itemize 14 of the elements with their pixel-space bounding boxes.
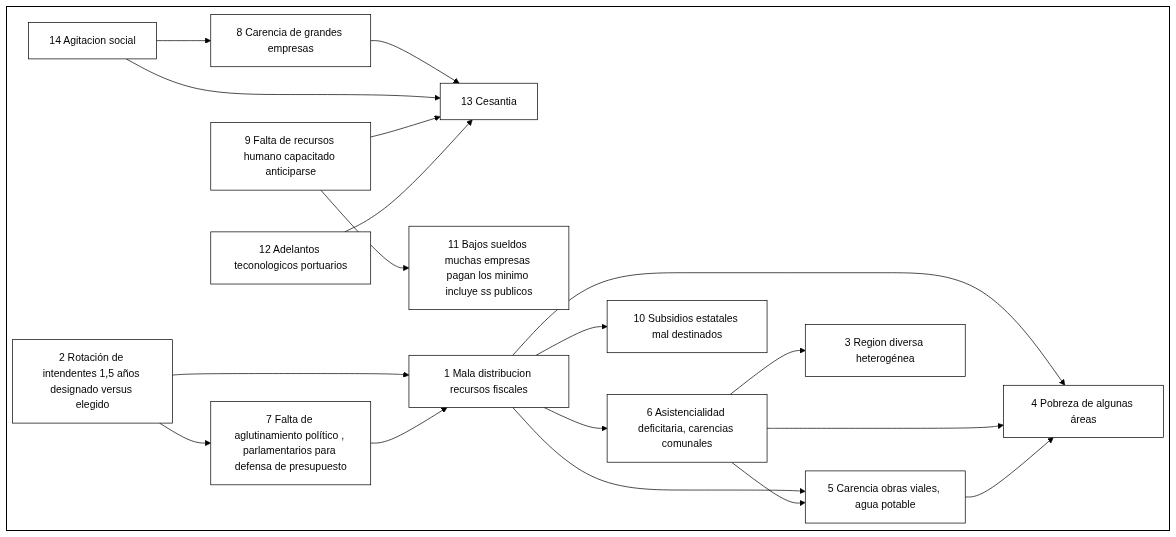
node-box: 14 Agitacion social: [28, 21, 157, 59]
node-box: 11 Bajos sueldos muchas empresas pagan los minimo incluye ss publicos: [408, 225, 570, 310]
node-box: 5 Carencia obras viales, agua potable: [804, 470, 966, 524]
node-box: 9 Falta de recursos humano capacitado anticiparse: [210, 121, 372, 191]
node-box: 3 Region diversa heterogénea: [804, 323, 966, 377]
node-box: 7 Falta de aglutinamiento político , parlamentarios para defensa de presupuesto: [210, 400, 372, 485]
node-box: 10 Subsidios estatales mal destinados: [606, 299, 768, 353]
node-box: 13 Cesantia: [439, 82, 538, 120]
node-box: 4 Pobreza de algunas áreas: [1003, 384, 1164, 438]
node-box: 12 Adelantos teconologicos portuarios: [210, 231, 372, 285]
node-box: 2 Rotación de intendentes 1,5 años designado versus elegido: [12, 339, 173, 424]
node-box: 6 Asistencialidad deficitaria, carencias comunales: [606, 393, 768, 463]
node-box: 1 Mala distribucion recursos fiscales: [408, 354, 570, 408]
node-box: 8 Carencia de grandes empresas: [210, 13, 372, 67]
